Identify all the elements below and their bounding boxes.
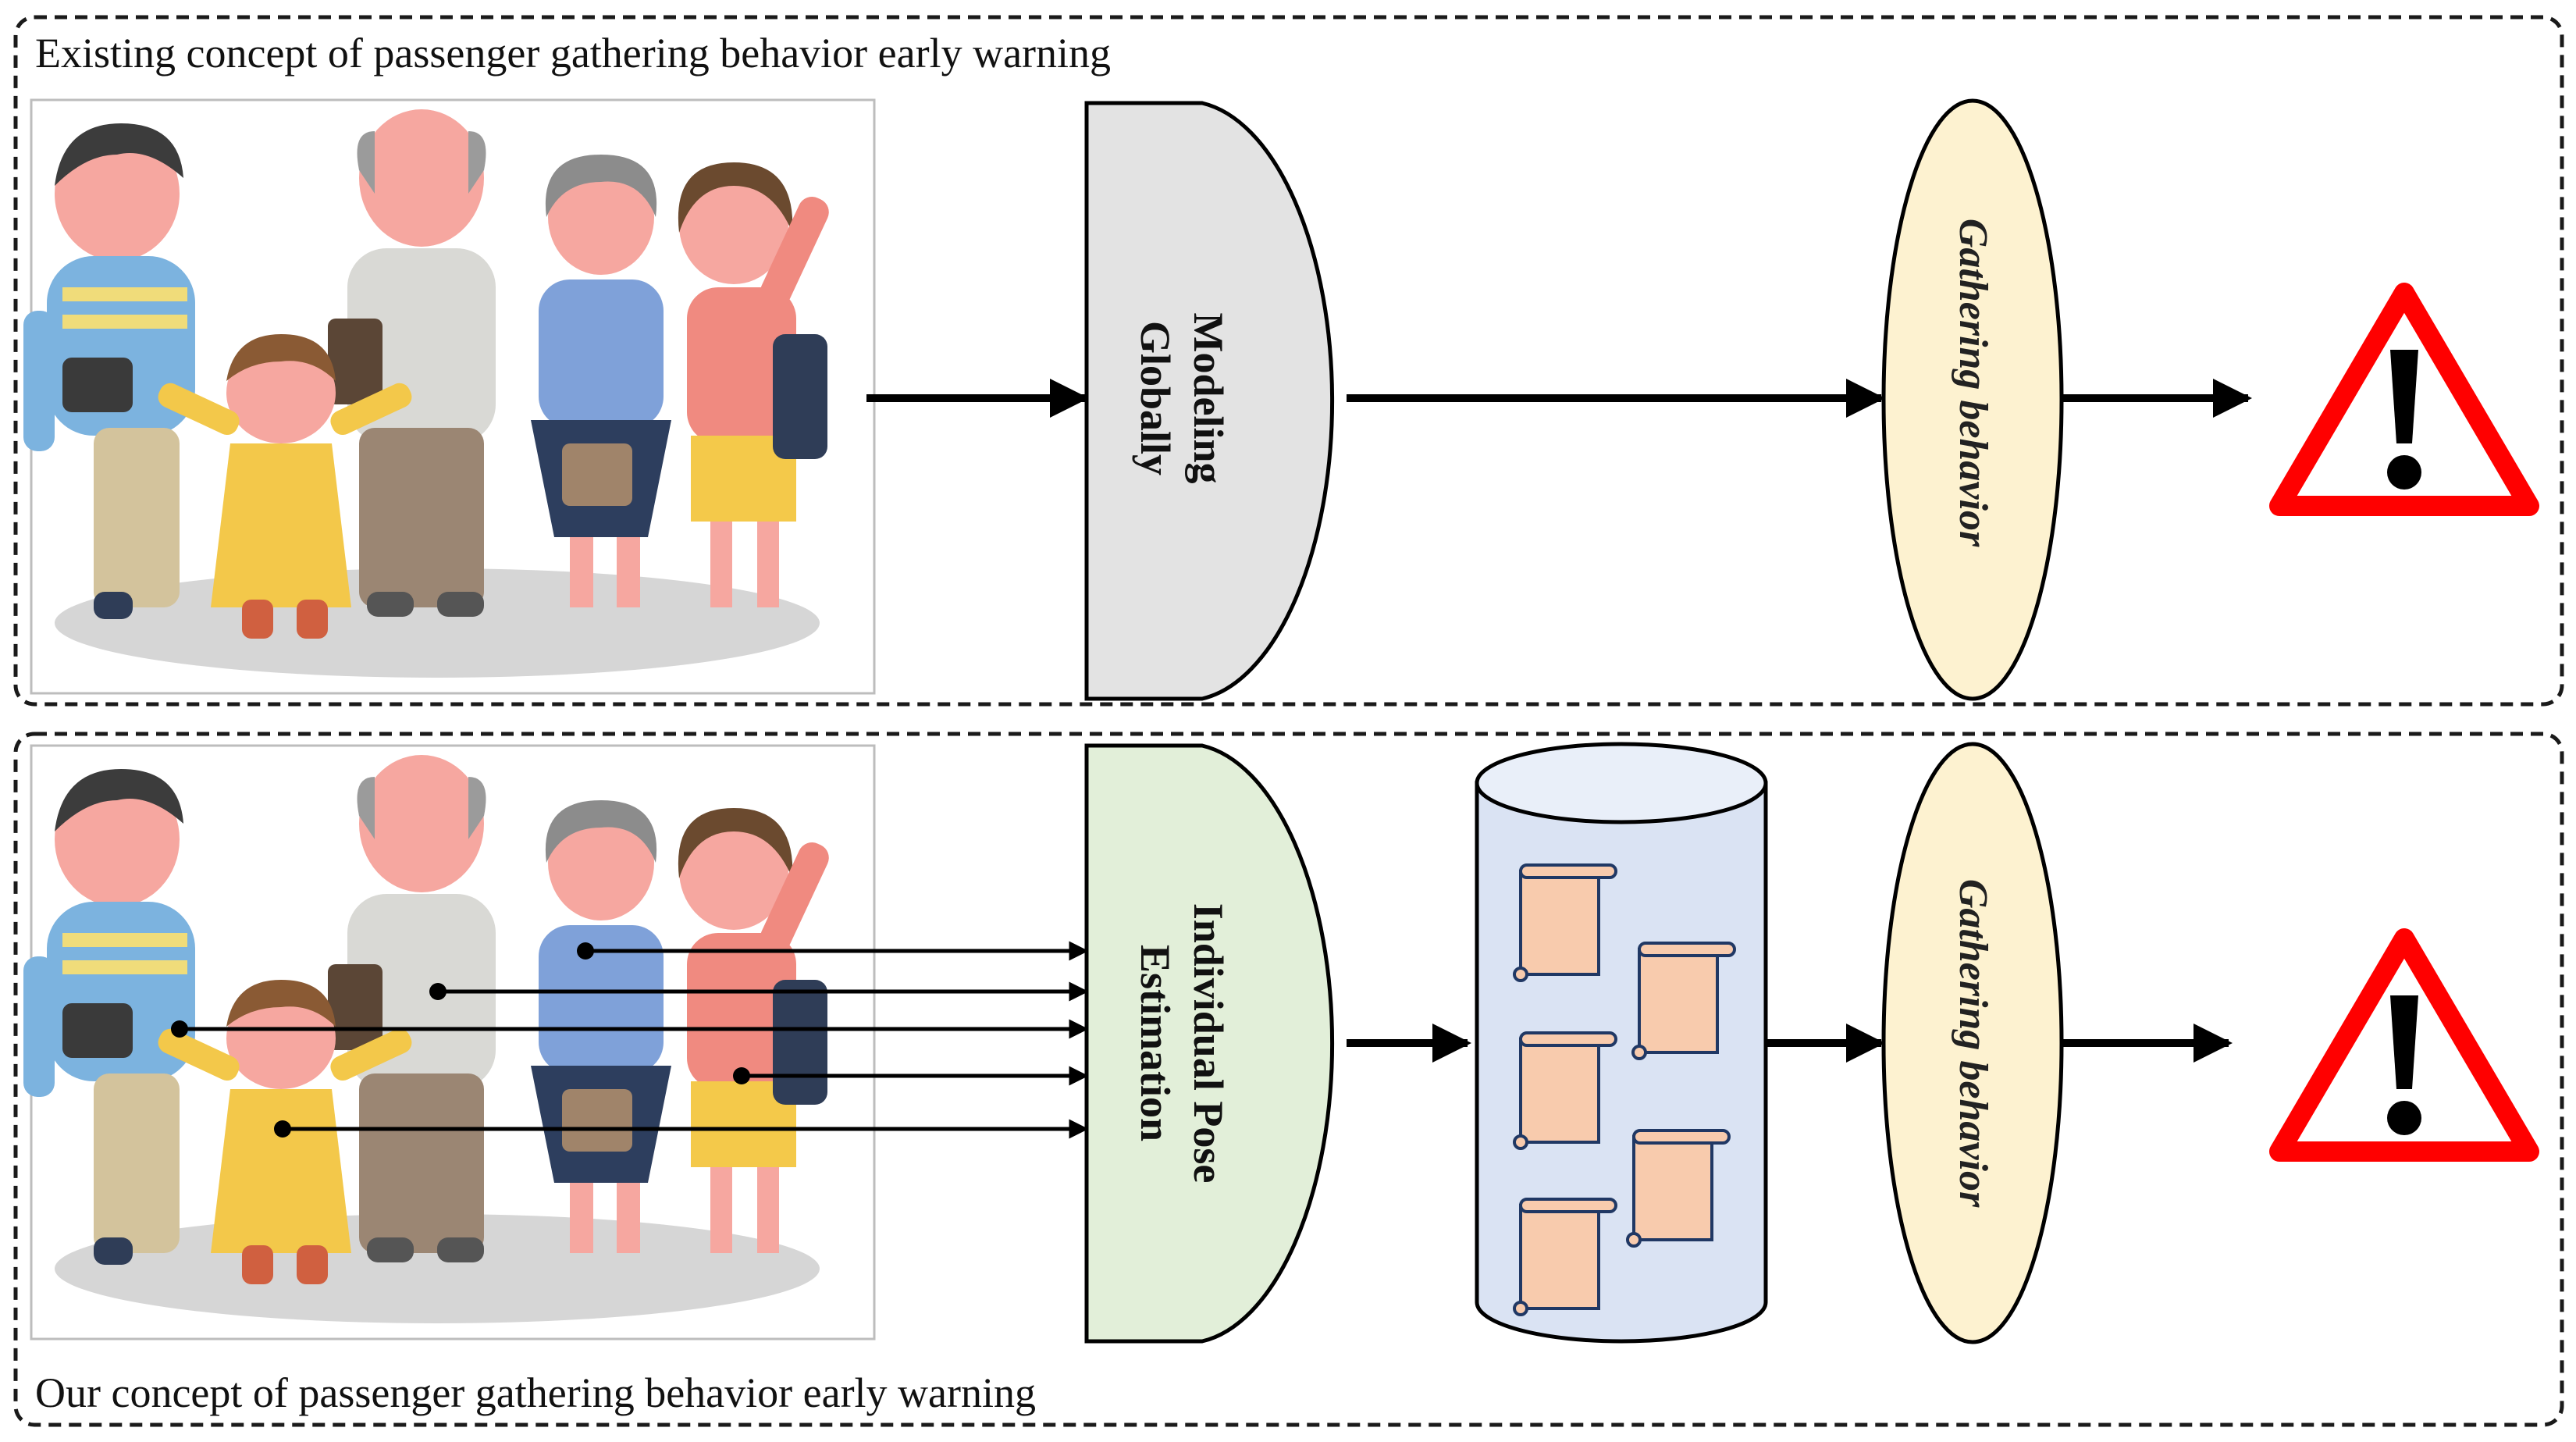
- gathering-behavior-oval-top: [1881, 98, 2064, 701]
- keypoint-arrows: [171, 941, 1089, 1139]
- gathering-behavior-oval-bottom: [1881, 742, 2064, 1344]
- family-illustration-bottom: [22, 744, 876, 1341]
- modeling-globally-label-line2: Globally: [1132, 321, 1179, 475]
- bottom-panel-title: Our concept of passenger gathering behav…: [35, 1369, 1036, 1416]
- individual-pose-estimation-block: [1084, 743, 1335, 1344]
- pose-estimation-label-line2: Estimation: [1132, 945, 1179, 1141]
- gathering-behavior-label-bottom: Gathering behavior: [1951, 879, 1995, 1208]
- warning-triangle-icon: [2279, 938, 2529, 1152]
- modeling-globally-label-line1: Modeling: [1185, 312, 1232, 483]
- family-illustration-top: [22, 98, 876, 695]
- warning-triangle-icon: [2279, 293, 2529, 506]
- top-panel-frame: [13, 15, 2564, 707]
- bottom-panel-frame: [13, 732, 2564, 1427]
- pose-estimation-label-line1: Individual Pose: [1185, 903, 1232, 1184]
- gathering-behavior-label-top: Gathering behavior: [1951, 219, 1995, 547]
- top-panel-title: Existing concept of passenger gathering …: [35, 30, 1111, 77]
- database-cylinder-icon: [1475, 742, 1768, 1344]
- modeling-globally-block: [1084, 101, 1335, 701]
